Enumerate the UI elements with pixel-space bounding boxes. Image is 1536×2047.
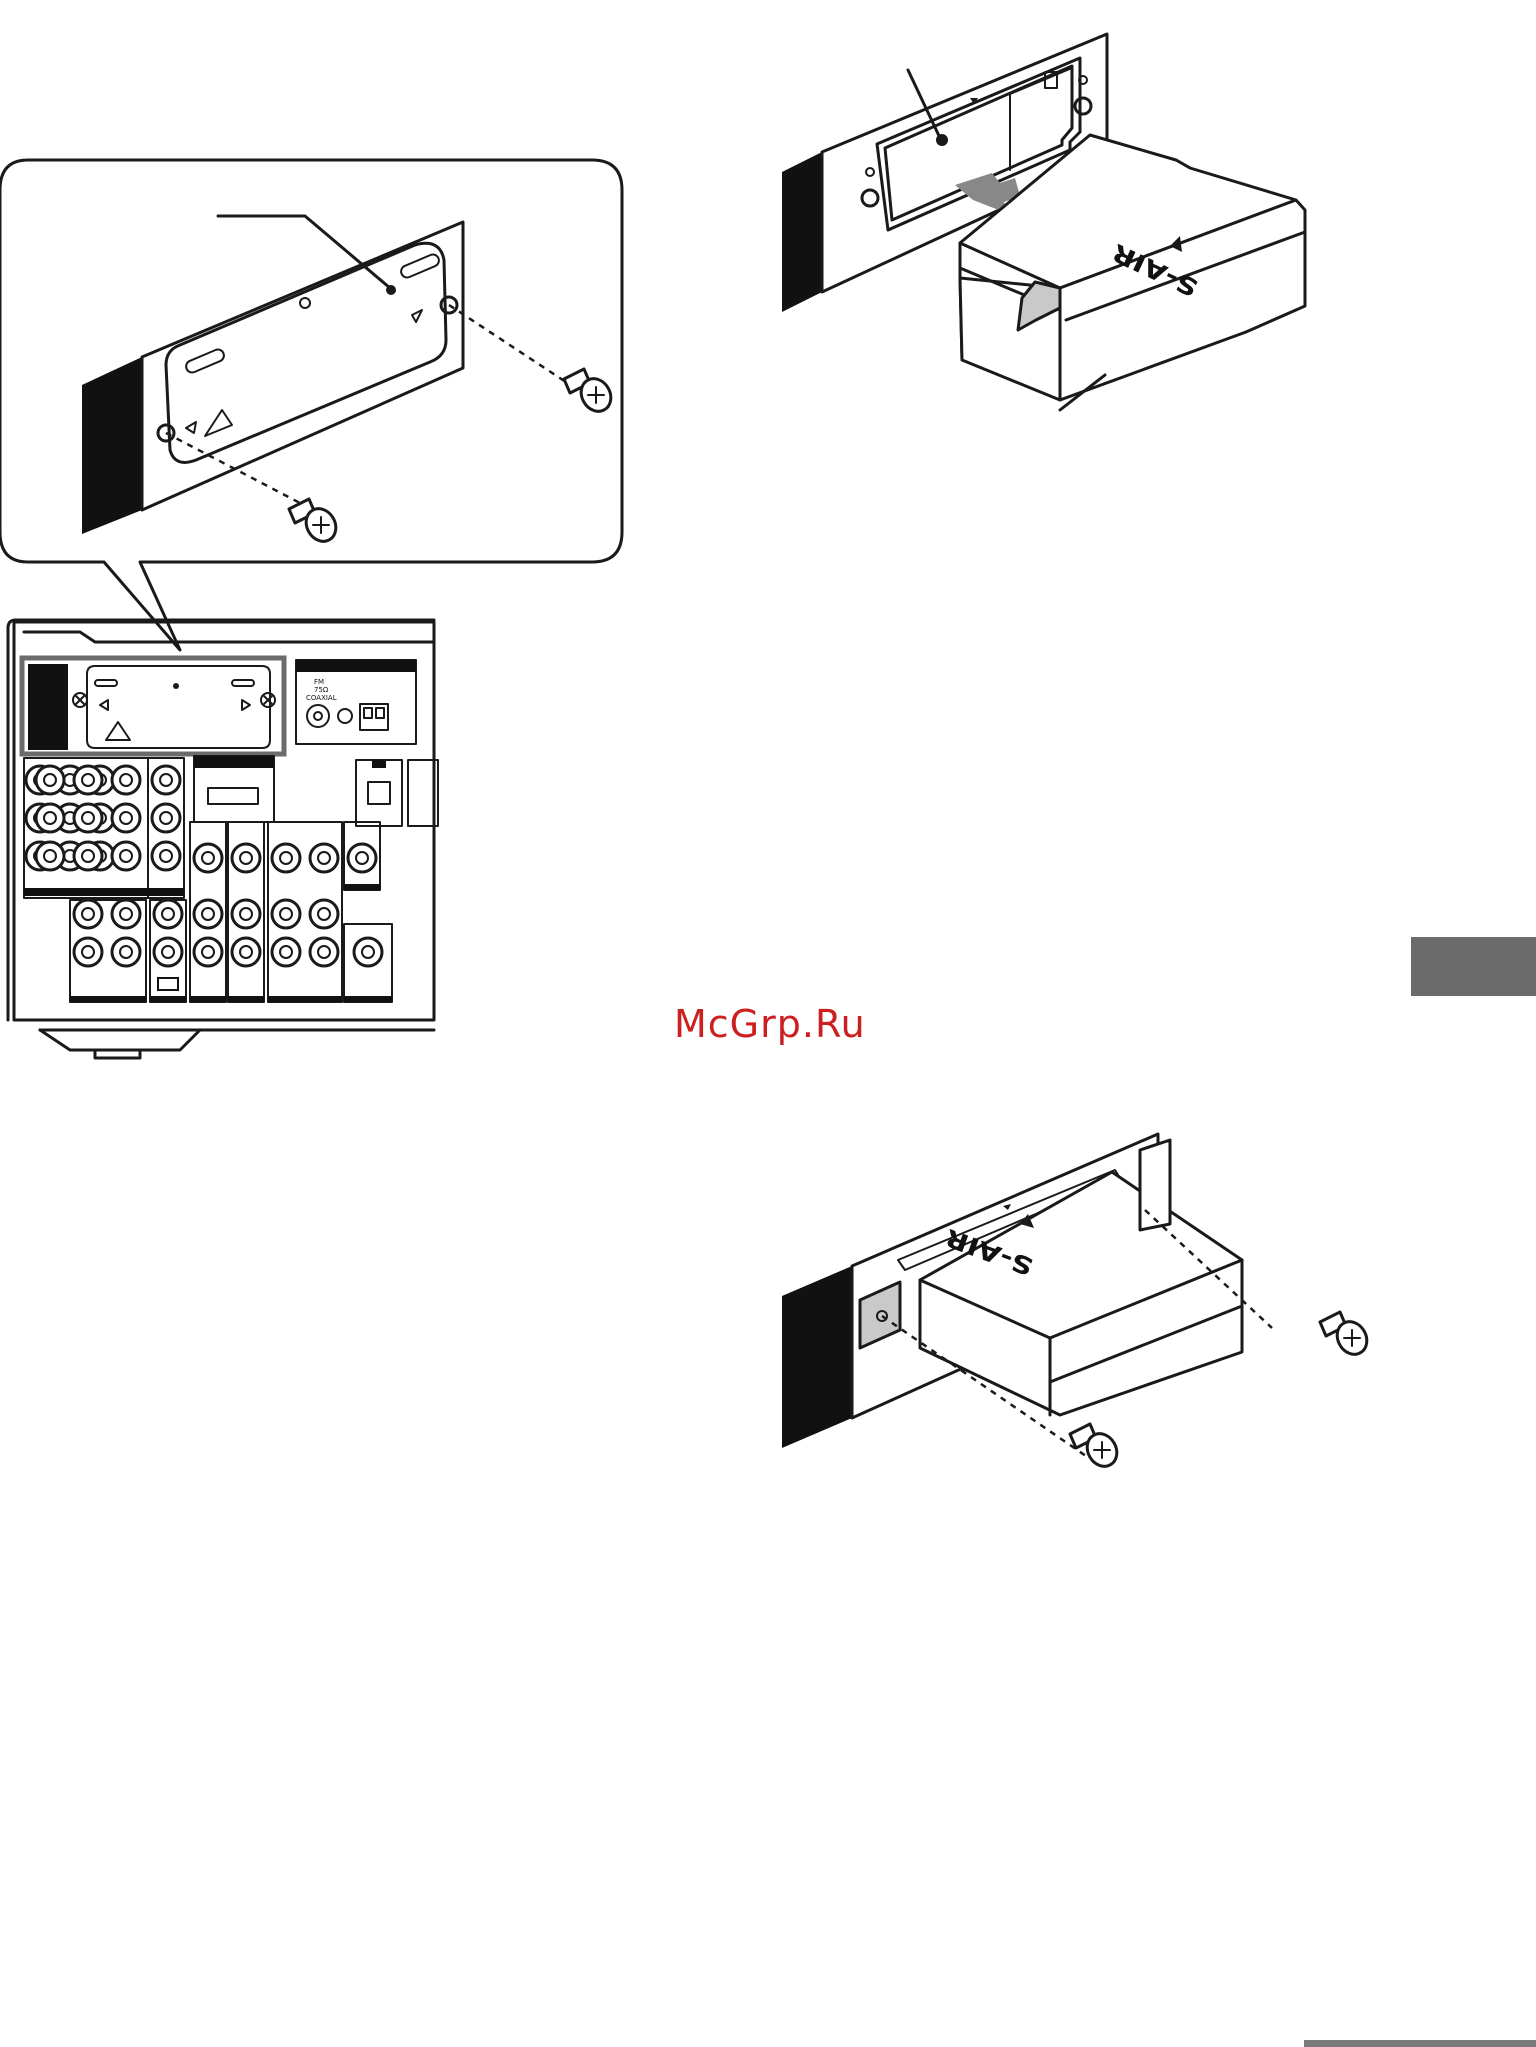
rca-jack: [74, 900, 102, 928]
rca-jack: [112, 804, 140, 832]
rca-jack: [232, 844, 260, 872]
rca-jack: [310, 900, 338, 928]
rca-jack: [112, 900, 140, 928]
rca-jack: [112, 842, 140, 870]
watermark: McGrp.Ru: [674, 1002, 866, 1046]
rca-jack: [354, 938, 382, 966]
rca-jack: [232, 938, 260, 966]
rca-jack: [310, 938, 338, 966]
receiver-rear-panel: FM 75Ω COAXIAL: [0, 610, 440, 1060]
screw-icon: [560, 365, 630, 425]
rca-jack: [112, 766, 140, 794]
screw-icon: [285, 495, 355, 555]
rca-jack: [74, 842, 102, 870]
rca-jack: [112, 938, 140, 966]
rca-jack: [272, 844, 300, 872]
rca-jack: [36, 766, 64, 794]
rca-jack: [272, 938, 300, 966]
module-insert-diagram: S-AIR: [760, 20, 1480, 460]
rca-jack: [152, 766, 180, 794]
rca-jack: [36, 804, 64, 832]
footer-bar: [1304, 2040, 1536, 2047]
rca-jack: [74, 766, 102, 794]
rca-jack: [154, 900, 182, 928]
rca-jack: [348, 844, 376, 872]
screw-icon: [1066, 1420, 1136, 1480]
rca-jack: [194, 938, 222, 966]
rca-jack: [194, 900, 222, 928]
rca-jack: [74, 804, 102, 832]
rca-jack: [194, 844, 222, 872]
rca-jack: [36, 842, 64, 870]
antenna-ohm-label: 75Ω: [314, 686, 329, 694]
rca-jack: [154, 938, 182, 966]
rca-jack: [152, 842, 180, 870]
antenna-fm-label: FM: [314, 678, 324, 686]
antenna-coaxial-label: COAXIAL: [306, 694, 337, 702]
rca-jack: [232, 900, 260, 928]
rca-jack: [152, 804, 180, 832]
side-tab: [1411, 937, 1536, 996]
rca-jack: [74, 938, 102, 966]
screw-icon: [1316, 1308, 1386, 1368]
rca-jack: [310, 844, 338, 872]
rca-jack: [272, 900, 300, 928]
